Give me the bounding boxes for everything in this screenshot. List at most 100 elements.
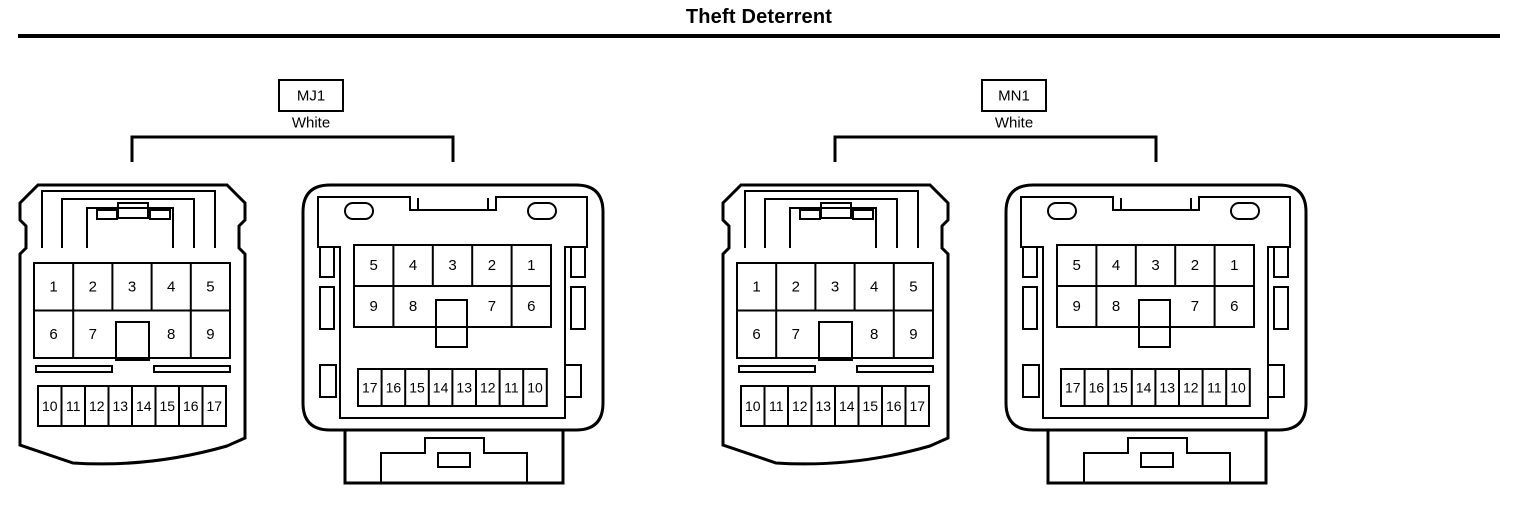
- right-face-tail: [343, 430, 565, 485]
- key-slot: [818, 321, 853, 361]
- pin-label: 10: [1230, 380, 1246, 396]
- pin-label: 5: [206, 278, 214, 295]
- mount-hole-right: [1230, 202, 1260, 220]
- pin-label: 5: [370, 257, 378, 274]
- pin-label: 3: [448, 257, 456, 274]
- pin-label: 3: [831, 278, 839, 295]
- pin-label: 12: [1183, 380, 1199, 396]
- pin-label: 2: [792, 278, 800, 295]
- side-slot: [1273, 246, 1289, 278]
- pin-label: 15: [159, 398, 175, 414]
- tail-latch: [1083, 437, 1231, 483]
- pin-label: 10: [527, 380, 543, 396]
- pin-label: 13: [112, 398, 128, 414]
- pin-label: 5: [909, 278, 917, 295]
- pin-label: 12: [480, 380, 496, 396]
- pin-label: 3: [128, 278, 136, 295]
- connector-color-label: White: [995, 115, 1033, 132]
- connector-id-label: MJ1: [297, 88, 325, 105]
- latch-core: [789, 207, 877, 248]
- pin-label: 8: [1112, 298, 1120, 315]
- page-title: Theft Deterrent: [685, 6, 833, 28]
- pin-label: 1: [1230, 257, 1238, 274]
- pin-label: 6: [1230, 298, 1238, 315]
- pin-label: 9: [206, 326, 214, 343]
- pin-label: 10: [745, 398, 761, 414]
- pin-label: 6: [527, 298, 535, 315]
- guide-rail: [856, 365, 934, 373]
- latch-inner: [764, 198, 898, 248]
- pin-label: 12: [89, 398, 105, 414]
- side-slot: [1273, 286, 1289, 330]
- pin-label: 15: [409, 380, 425, 396]
- pin-label: 4: [409, 257, 417, 274]
- side-slot: [319, 286, 335, 330]
- pin-label: 13: [456, 380, 472, 396]
- top-notch: [1120, 198, 1192, 210]
- right-face-inner: [1020, 196, 1291, 419]
- pin-label: 6: [752, 326, 760, 343]
- key-slot: [115, 321, 150, 361]
- connector-id-box: [278, 79, 344, 112]
- pin-label: 14: [1136, 380, 1152, 396]
- connector-bracket: [130, 135, 455, 162]
- pin-label: 11: [1207, 380, 1222, 396]
- latch-outer: [744, 190, 919, 248]
- right-face-outline: [1004, 183, 1308, 432]
- connector-id-label: MN1: [998, 88, 1030, 105]
- latch-notch-right: [852, 209, 874, 220]
- side-slot: [1022, 364, 1040, 398]
- tail-latch-tab: [1140, 452, 1174, 468]
- side-slot: [564, 364, 582, 398]
- latch-outer: [41, 190, 216, 248]
- guide-rail: [738, 365, 816, 373]
- pin-label: 7: [792, 326, 800, 343]
- side-slot: [1022, 286, 1038, 330]
- pin-label: 4: [1112, 257, 1120, 274]
- latch-notch-left: [96, 209, 118, 220]
- pin-label: 15: [1112, 380, 1128, 396]
- pin-label: 17: [909, 398, 925, 414]
- pin-label: 14: [433, 380, 449, 396]
- pin-label: 1: [49, 278, 57, 295]
- pin-label: 16: [183, 398, 199, 414]
- pin-label: 7: [488, 298, 496, 315]
- pin-label: 7: [1191, 298, 1199, 315]
- right-face-outline: [301, 183, 605, 432]
- pin-label: 1: [527, 257, 535, 274]
- side-slot: [1267, 364, 1285, 398]
- pin-label: 13: [1159, 380, 1175, 396]
- latch-core: [86, 207, 174, 248]
- pin-label: 14: [136, 398, 152, 414]
- pin-label: 15: [862, 398, 878, 414]
- pin-label: 2: [1191, 257, 1199, 274]
- side-slot: [319, 246, 335, 278]
- pin-label: 16: [886, 398, 902, 414]
- latch-inner: [61, 198, 195, 248]
- pin-label: 14: [839, 398, 855, 414]
- pin-label: 17: [362, 380, 378, 396]
- pin-label: 5: [1073, 257, 1081, 274]
- mount-hole-left: [1047, 202, 1077, 220]
- pin-label: 8: [167, 326, 175, 343]
- mount-hole-left: [344, 202, 374, 220]
- side-slot: [570, 246, 586, 278]
- pin-label: 2: [488, 257, 496, 274]
- pin-label: 17: [1065, 380, 1081, 396]
- latch-tab: [820, 202, 852, 219]
- side-slot: [319, 364, 337, 398]
- pin-label: 12: [792, 398, 808, 414]
- connector-bracket: [833, 135, 1158, 162]
- title-divider: [18, 34, 1500, 38]
- pin-label: 2: [89, 278, 97, 295]
- tail-latch-tab: [437, 452, 471, 468]
- tail-latch: [380, 437, 528, 483]
- pin-label: 11: [504, 380, 519, 396]
- pin-label: 8: [409, 298, 417, 315]
